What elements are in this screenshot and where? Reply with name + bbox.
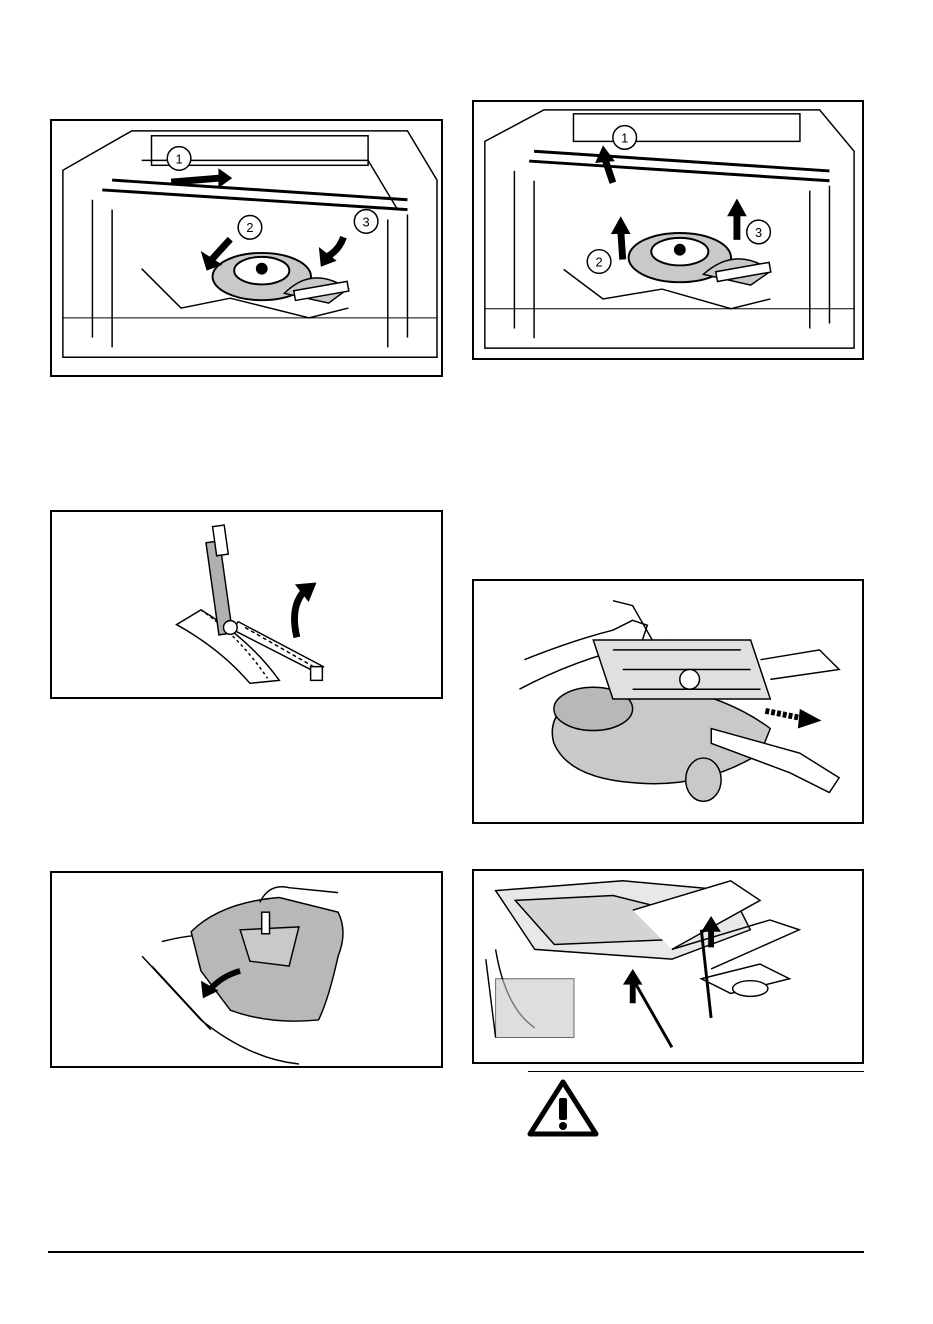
deck-pull-out-illustration — [474, 581, 862, 822]
deck-pull-out-figure — [472, 579, 864, 824]
warning-triangle-icon — [527, 1079, 599, 1137]
footer-rule — [48, 1251, 864, 1253]
deck-belt-removal-figure: 1 2 3 — [50, 119, 443, 377]
deck-belt-install-illustration: 1 2 3 — [474, 102, 862, 358]
belt-cover-figure — [50, 871, 443, 1068]
callout-label-1: 1 — [621, 130, 628, 145]
warning-rule — [528, 1071, 864, 1072]
deck-lift-illustration — [474, 871, 862, 1062]
deck-belt-install-figure: 1 2 3 — [472, 100, 864, 360]
deck-belt-removal-illustration: 1 2 3 — [52, 121, 441, 375]
deck-lift-figure — [472, 869, 864, 1064]
callout-label-2: 2 — [596, 254, 603, 269]
callout-label-3: 3 — [363, 214, 370, 229]
lift-lever-figure — [50, 510, 443, 699]
callout-label-2: 2 — [246, 220, 253, 235]
belt-cover-illustration — [52, 873, 441, 1066]
callout-label-1: 1 — [176, 151, 183, 166]
callout-label-3: 3 — [755, 225, 762, 240]
lift-lever-illustration — [52, 512, 441, 697]
